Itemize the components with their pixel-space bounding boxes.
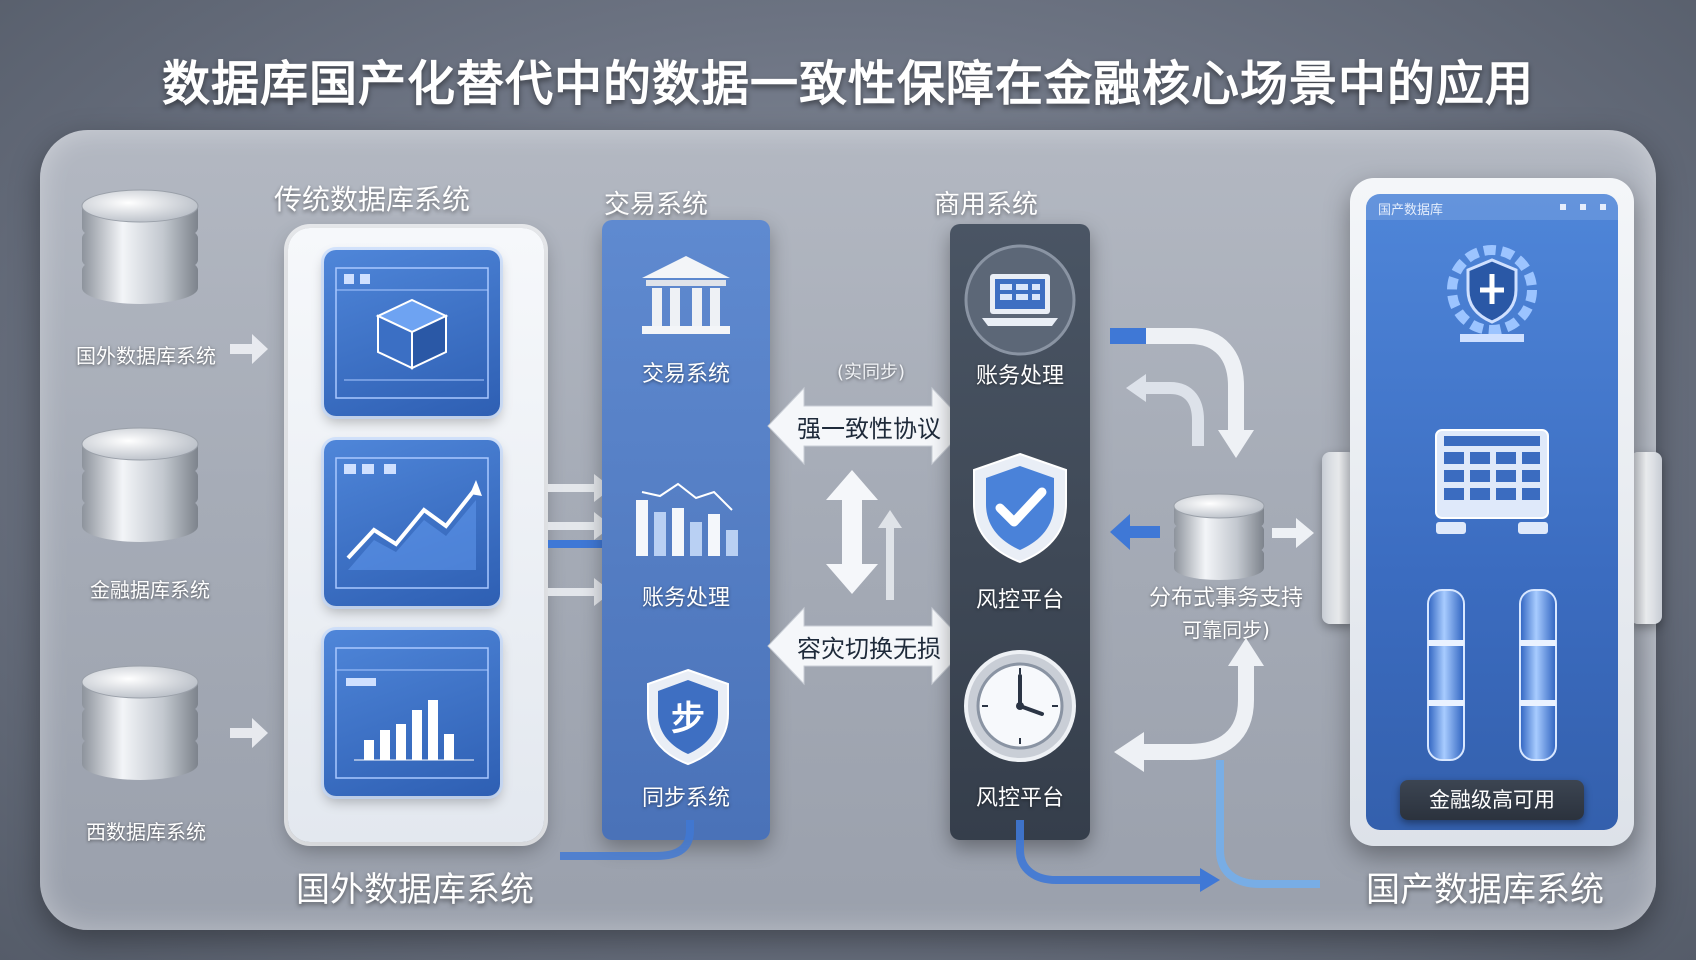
vertical-double-arrow xyxy=(826,470,878,594)
db-label-2: 金融据库系统 xyxy=(90,578,210,602)
curved-arrows-top xyxy=(1110,328,1254,458)
strong-consistency-label: 强一致性协议 xyxy=(797,415,941,443)
sync-caption: (实同步) xyxy=(836,362,906,383)
arrow-left-icon xyxy=(1110,514,1160,550)
device-right-bracket xyxy=(1630,452,1662,624)
window-controls-icon xyxy=(1560,204,1606,210)
db-label-1: 国外数据库系统 xyxy=(76,344,216,368)
distributed-label-1: 分布式事务支持 xyxy=(1148,586,1303,611)
shield-badge-text: 步 xyxy=(671,699,705,739)
commercial-item-label-2: 风控平台 xyxy=(975,588,1064,613)
arrow-right-icon xyxy=(230,718,268,748)
transaction-column: 交易系统 账务处理 步 同步系统 xyxy=(602,220,770,840)
database-icon-foreign xyxy=(81,189,199,304)
legacy-panel-footer: 国外数据库系统 xyxy=(296,870,534,910)
curved-arrow-bottom xyxy=(1114,638,1264,772)
line-chart-tile[interactable] xyxy=(324,440,500,606)
legacy-panel-title: 传统数据库系统 xyxy=(274,183,471,216)
bar-chart-tile[interactable] xyxy=(324,630,500,796)
check-shield-icon xyxy=(973,452,1067,564)
device-header-text: 国产数据库 xyxy=(1378,203,1444,218)
arrow-right-icon xyxy=(1272,518,1314,548)
database-icon-western xyxy=(81,665,199,780)
transaction-item-label-2: 账务处理 xyxy=(641,586,730,611)
commercial-item-label-3: 风控平台 xyxy=(975,786,1064,811)
distributed-db-icon xyxy=(1173,493,1265,580)
line-chart-icon xyxy=(335,457,489,589)
database-icon-finance xyxy=(81,427,199,542)
domestic-device: 国产数据库 xyxy=(1350,178,1634,846)
up-arrow-icon xyxy=(878,510,902,600)
shield-icon: 步 xyxy=(647,668,729,766)
high-availability-badge: 金融级高可用 xyxy=(1400,780,1584,820)
legacy-panel xyxy=(288,228,544,842)
laptop-icon xyxy=(964,244,1076,356)
bar-chart-icon xyxy=(636,482,738,556)
arrow-right-icon xyxy=(230,334,268,364)
cube-icon xyxy=(335,267,489,399)
gear-shield-icon xyxy=(1447,245,1537,342)
transaction-item-label-3: 同步系统 xyxy=(641,786,730,811)
db-label-3: 西数据库系统 xyxy=(86,820,206,844)
distributed-label-2: 可靠同步) xyxy=(1182,618,1270,642)
keypad-icon xyxy=(1435,429,1549,534)
disaster-switch-label: 容灾切换无损 xyxy=(797,635,941,663)
cube-dashboard-tile[interactable] xyxy=(324,250,500,416)
commercial-item-label-1: 账务处理 xyxy=(975,364,1064,389)
bottom-flow-lines xyxy=(560,760,1320,892)
transaction-column-title: 交易系统 xyxy=(604,190,709,220)
commercial-column: 账务处理 风控平台 风控平台 xyxy=(950,224,1090,840)
storage-cylinders-icon xyxy=(1427,589,1557,761)
device-status-bar xyxy=(1366,194,1618,220)
page-title: 数据库国产化替代中的数据一致性保障在金融核心场景中的应用 xyxy=(161,56,1534,112)
clock-icon xyxy=(964,650,1076,762)
transaction-item-label-1: 交易系统 xyxy=(641,362,730,387)
domestic-footer: 国产数据库系统 xyxy=(1366,870,1604,910)
bar-chart-icon xyxy=(335,647,489,779)
bank-icon xyxy=(642,256,730,334)
commercial-column-title: 商用系统 xyxy=(934,190,1039,220)
device-screen: 国产数据库 xyxy=(1366,194,1618,830)
